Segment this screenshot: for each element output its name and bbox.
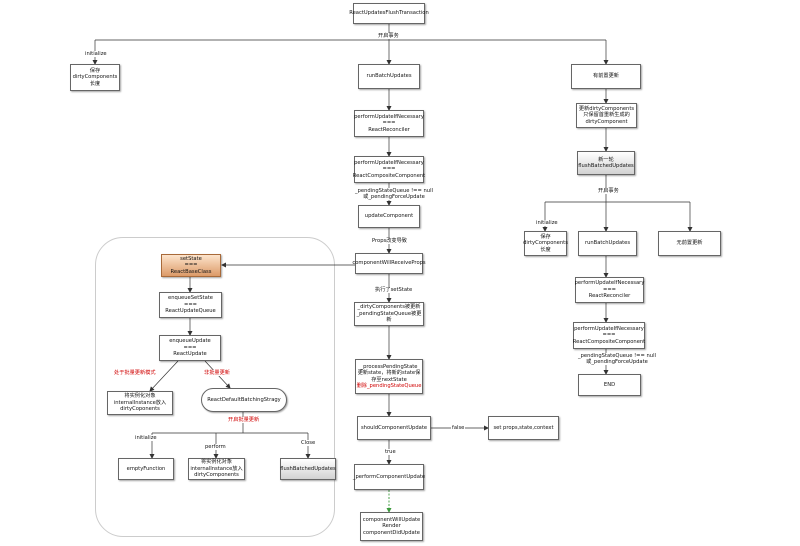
node-save-dirty-1[interactable]: 保存 dirtyComponents 长度	[70, 64, 120, 91]
node-perform-reconciler-1[interactable]: performUpdateIfNecessary === ReactReconc…	[354, 110, 424, 137]
label-in-batch-mode: 处于批量更新模式	[113, 370, 157, 377]
node-process-pending-state[interactable]: _processPendingState 更新state，将新的state保 存…	[355, 359, 423, 394]
label-true: true	[384, 449, 397, 456]
process-pending-state-text: _processPendingState 更新state，将新的state保 存…	[357, 363, 421, 383]
setstate-group-boundary	[95, 237, 335, 537]
node-no-updates[interactable]: 无前置更新	[658, 231, 721, 256]
node-empty-function[interactable]: emptyFunction	[118, 458, 174, 480]
node-put-instance-2[interactable]: 将实例化对象 internalInstance放入 dirtyComponent…	[188, 458, 245, 480]
node-should-component-update[interactable]: shouldComponentUpdate	[357, 416, 431, 440]
node-flush-batched-updates[interactable]: flushBatchedUpdates	[280, 458, 336, 480]
label-open-transaction-1: 开启事务	[377, 33, 400, 40]
node-perform-component-update[interactable]: _performComponentUpdate	[353, 464, 425, 490]
label-close: Close	[300, 440, 317, 447]
label-false: false	[451, 425, 466, 432]
label-pending-state-queue-1: _pendingStateQueue !== null 或_pendingFor…	[354, 188, 434, 201]
node-dirty-updated[interactable]: _dirtyComponents被更新 _pendingStateQueue被更…	[354, 302, 424, 326]
node-run-batch-2[interactable]: runBatchUpdates	[578, 231, 637, 256]
label-initialize-3: initialize	[134, 435, 158, 442]
node-flush-transaction[interactable]: ReactUpdatesFlushTransaction	[349, 3, 429, 24]
node-perform-composite-2[interactable]: performUpdateIfNecessary === ReactCompos…	[573, 322, 645, 349]
node-default-batching-strategy[interactable]: ReactDefaultBatchingStragy	[201, 388, 287, 412]
node-enqueue-update[interactable]: enqueueUpdate === ReactUpdate	[159, 335, 221, 361]
node-will-update-render-did-update[interactable]: componentWillUpdate Render componentDidU…	[360, 512, 423, 541]
node-set-state[interactable]: setState === ReactBaseClass	[161, 254, 221, 277]
label-initialize-1: initialize	[84, 51, 108, 58]
node-end[interactable]: END	[578, 374, 641, 396]
node-save-dirty-2[interactable]: 保存 dirtyComponents 长度	[523, 231, 568, 256]
label-perform: perform	[204, 444, 227, 451]
node-update-dirty-keep[interactable]: 更新dirtyComponents 只保留首重新生成的 dirtyCompone…	[576, 103, 637, 128]
node-component-will-receive-props[interactable]: componentWillReceiveProps	[352, 253, 426, 274]
node-perform-composite-1[interactable]: performUpdateIfNecessary === ReactCompos…	[353, 156, 425, 183]
node-enqueue-set-state[interactable]: enqueueSetState === ReactUpdateQueue	[159, 292, 222, 318]
node-set-props-state-context[interactable]: set props,state,context	[488, 416, 559, 440]
node-run-batch-1[interactable]: runBatchUpdates	[358, 64, 420, 89]
node-update-component[interactable]: updateComponent	[358, 205, 420, 228]
label-open-transaction-2: 开启事务	[597, 188, 620, 195]
node-perform-reconciler-2[interactable]: performUpdateIfNecessary === ReactReconc…	[575, 277, 644, 303]
label-not-batch: 非批量更新	[203, 370, 231, 377]
label-open-batch-update: 开启批量更新	[227, 417, 261, 424]
label-initialize-2: initialize	[535, 220, 559, 227]
label-props-changed: Props改变导致	[371, 238, 408, 245]
node-has-updates[interactable]: 有前置更新	[571, 64, 641, 89]
edge-enqueueupdate-batch	[149, 360, 179, 392]
node-new-round-flush[interactable]: 新一轮 flushBatchedUpdates	[577, 151, 635, 175]
node-put-instance[interactable]: 将实例化对象 internalInstance放入 dirtyCoponents	[107, 391, 173, 415]
process-pending-state-delete-text: 删除_pendingStateQueue	[356, 382, 422, 389]
label-executed-set-state: 执行了setState	[374, 287, 414, 294]
label-pending-state-queue-2: _pendingStateQueue !== null 或_pendingFor…	[577, 353, 657, 366]
